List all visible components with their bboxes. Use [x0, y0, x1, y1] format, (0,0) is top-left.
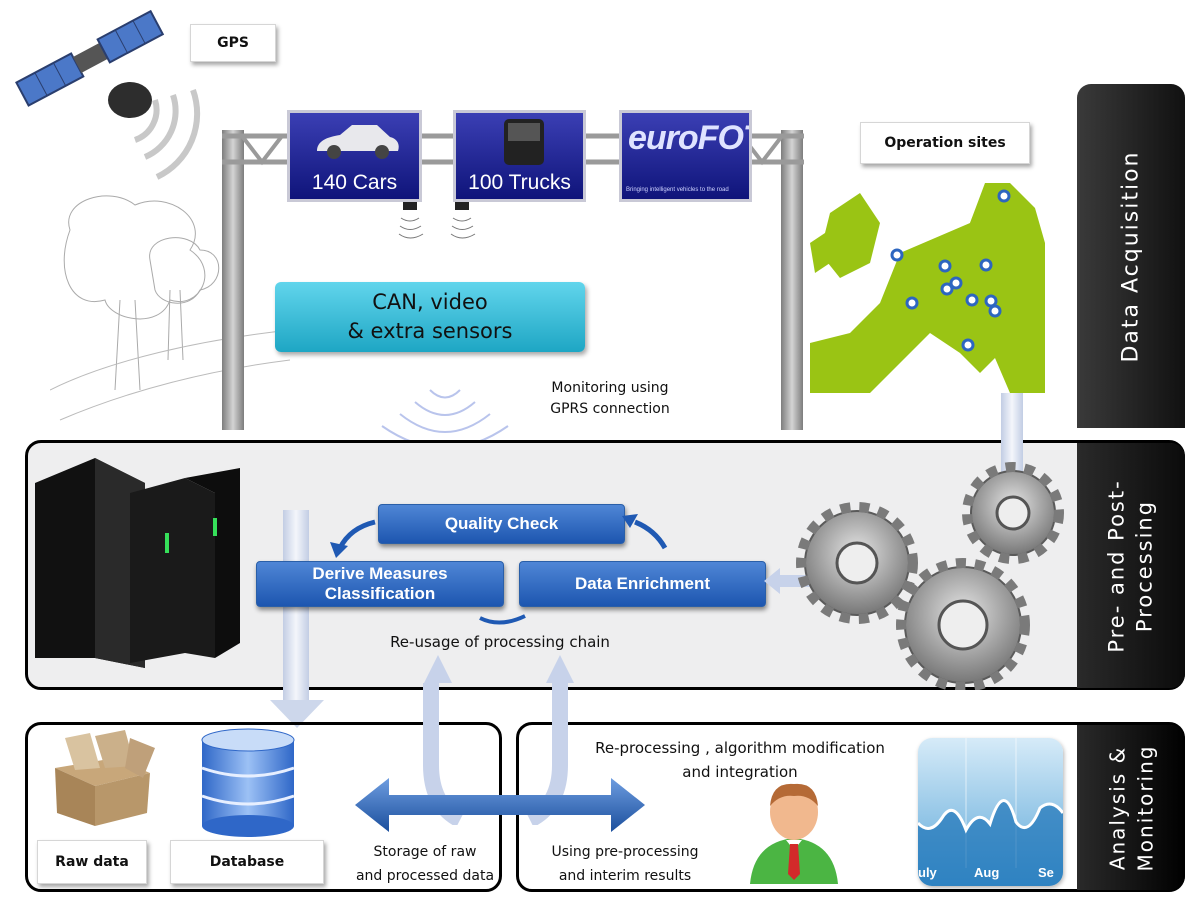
gps-label-text: GPS — [217, 35, 249, 51]
derive-measures-line1: Derive Measures — [312, 564, 448, 583]
down-arrow-shaft — [283, 510, 309, 705]
europe-map — [810, 183, 1045, 393]
gantry-pole-left — [222, 130, 244, 430]
data-enrichment-label: Data Enrichment — [574, 574, 711, 593]
data-acquisition-sidebar: Data Acquisition — [1077, 84, 1185, 428]
double-arrow-icon — [355, 778, 645, 832]
reprocessing-line2: and integration — [682, 763, 798, 781]
reprocessing-text: Re-processing , algorithm modification a… — [560, 736, 920, 784]
gears-icon — [796, 462, 1064, 690]
sensor-waves-icon — [398, 202, 476, 239]
sensors-line1: CAN, video — [372, 290, 488, 314]
sensors-line2: & extra sensors — [347, 319, 513, 343]
chart-month-3: Se — [1038, 865, 1054, 880]
cars-sign-text: 140 Cars — [311, 171, 398, 194]
truck-icon — [504, 119, 544, 165]
chart-month-1: uly — [918, 865, 937, 880]
cars-sign: 140 Cars — [287, 110, 422, 202]
storage-text: Storage of raw and processed data — [340, 840, 510, 888]
tree-sketch-illustration — [50, 195, 290, 421]
using-line2: and interim results — [558, 868, 692, 884]
analysis-sidebar: Analysis &Monitoring — [1077, 725, 1185, 890]
reusage-text: Re-usage of processing chain — [390, 633, 610, 651]
left-arrow-icon — [764, 568, 810, 594]
eurofot-logo-icon: euroFOT — [628, 119, 752, 157]
gantry-pole-right — [781, 130, 803, 430]
satellite-icon — [15, 9, 201, 180]
cycle-arrows-icon — [330, 514, 668, 625]
quality-check-label: Quality Check — [444, 514, 559, 533]
using-text: Using pre-processing and interim results — [520, 840, 730, 888]
raw-data-box-icon — [55, 730, 155, 826]
monitoring-line2: GPRS connection — [550, 401, 670, 417]
quality-check-button[interactable]: Quality Check — [378, 504, 625, 544]
trucks-sign-text: 100 Trucks — [468, 171, 571, 194]
derive-measures-line2: Classification — [324, 584, 436, 603]
storage-line1: Storage of raw — [373, 844, 477, 860]
monitoring-text: Monitoring using GPRS connection — [520, 378, 700, 420]
derive-measures-button[interactable]: Derive Measures Classification — [256, 561, 504, 607]
analysis-title: Analysis &Monitoring — [1103, 744, 1159, 871]
chart-widget: uly Aug Se — [918, 738, 1063, 886]
sensors-box: CAN, video & extra sensors — [275, 282, 585, 352]
processing-sidebar: Pre- and Post-Processing — [1077, 443, 1185, 688]
database-icon — [201, 728, 295, 837]
processing-title-line2: Processing — [1133, 499, 1157, 632]
raw-data-label: Raw data — [37, 840, 147, 884]
processing-title: Pre- and Post-Processing — [1103, 479, 1159, 652]
person-icon — [750, 783, 838, 884]
storage-line2: and processed data — [355, 868, 495, 884]
operation-sites-label: Operation sites — [860, 122, 1030, 164]
reprocessing-line1: Re-processing , algorithm modification — [595, 739, 885, 757]
down-arrow-head — [270, 700, 324, 728]
data-acquisition-title: Data Acquisition — [1118, 149, 1144, 363]
analysis-title-line2: Monitoring — [1133, 744, 1158, 871]
analysis-title-line1: Analysis & — [1105, 745, 1130, 870]
eurofot-tagline: Bringing intelligent vehicles to the roa… — [626, 187, 729, 193]
gps-label: GPS — [190, 24, 276, 62]
server-rack-icon — [35, 458, 240, 668]
chart-month-2: Aug — [974, 865, 1000, 880]
using-line1: Using pre-processing — [551, 844, 699, 860]
processing-title-line1: Pre- and Post- — [1105, 478, 1129, 653]
database-label-text: Database — [209, 854, 285, 870]
car-icon — [317, 125, 399, 159]
operation-sites-text: Operation sites — [884, 135, 1006, 151]
data-enrichment-button[interactable]: Data Enrichment — [519, 561, 766, 607]
chart-line — [918, 738, 1063, 886]
eurofot-sign: euroFOT Bringing intelligent vehicles to… — [619, 110, 752, 202]
raw-data-label-text: Raw data — [55, 854, 129, 870]
database-label: Database — [170, 840, 324, 884]
monitoring-line1: Monitoring using — [551, 380, 669, 396]
trucks-sign: 100 Trucks — [453, 110, 586, 202]
